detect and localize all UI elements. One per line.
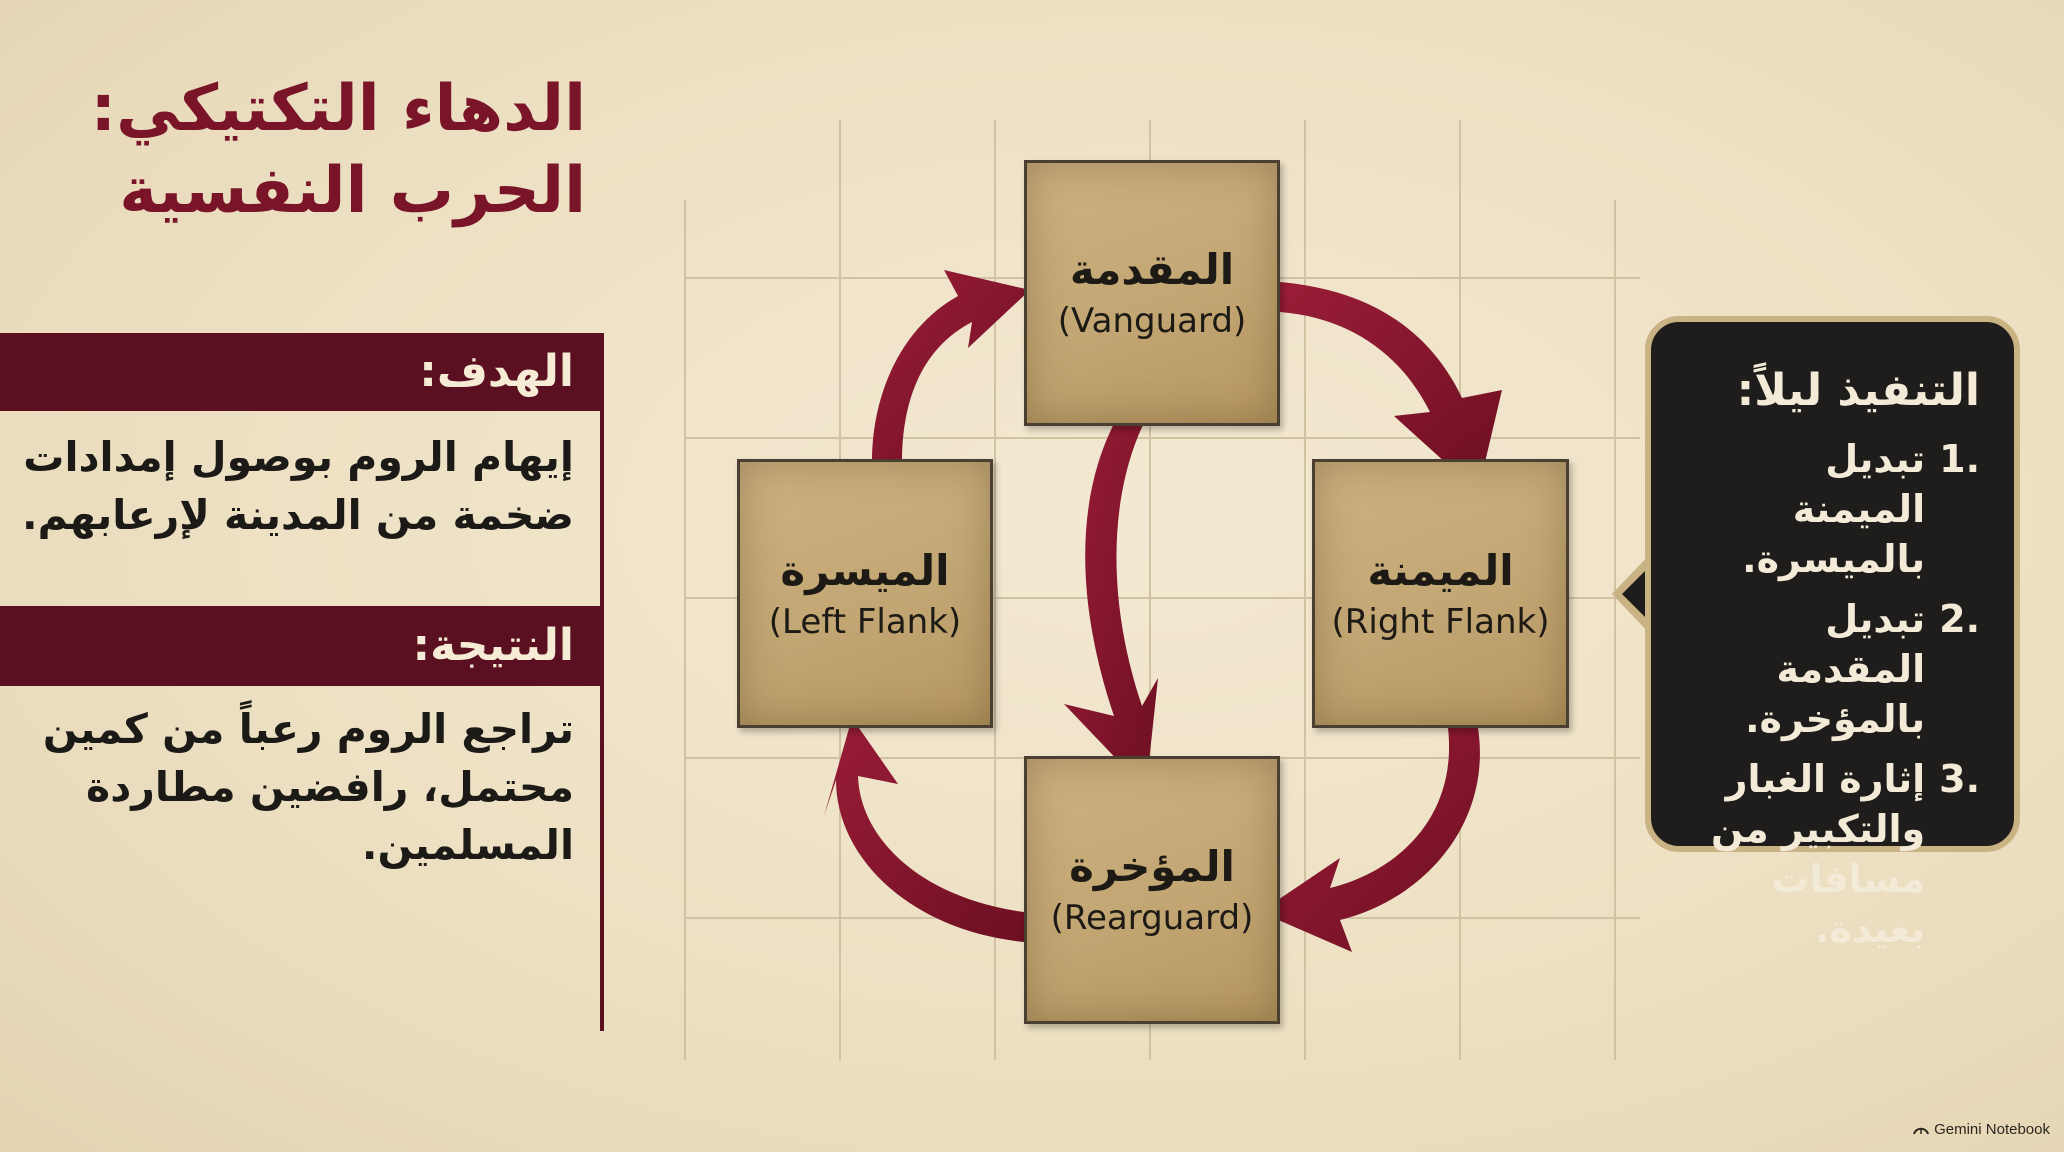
goal-text-line-2: ضخمة من المدينة لإرعابهم.: [22, 491, 574, 539]
night-item-2-text: تبديل المقدمة بالمؤخرة.: [1681, 594, 1925, 744]
result-text-line-1: تراجع الروم رعباً من كمين: [42, 705, 574, 753]
goal-text: إيهام الروم بوصول إمدادات ضخمة من المدين…: [14, 428, 574, 544]
night-item-2-number: .2: [1939, 597, 1980, 641]
arrow-vanguard-to-rear: [1064, 376, 1162, 790]
night-item-2-line-1: تبديل المقدمة: [1776, 597, 1926, 691]
night-item-1: .1 تبديل الميمنة بالميسرة.: [1681, 434, 1980, 584]
node-right-flank: الميمنة (Right Flank): [1312, 459, 1569, 728]
brand-watermark: Gemini Notebook: [1913, 1121, 2050, 1138]
node-rearguard-ar: المؤخرة: [1069, 842, 1235, 891]
night-item-3-line-1: إثارة الغبار: [1725, 757, 1926, 801]
node-right-flank-ar: الميمنة: [1367, 545, 1514, 595]
night-item-3-line-3: مسافات بعيدة.: [1771, 857, 1926, 951]
result-text-line-2: محتمل، رافضين مطاردة: [86, 763, 574, 811]
night-item-3-line-2: والتكبير من: [1710, 807, 1926, 851]
night-item-2-line-2: بالمؤخرة.: [1745, 697, 1926, 741]
arrow-right-to-rear: [1260, 728, 1480, 952]
result-heading: النتيجة:: [0, 606, 604, 686]
arrow-vanguard-to-right: [1280, 282, 1502, 492]
night-item-3-text: إثارة الغبار والتكبير من مسافات بعيدة.: [1681, 754, 1925, 954]
node-vanguard-en: (Vanguard): [1057, 301, 1247, 341]
node-left-flank: الميسرة (Left Flank): [737, 459, 993, 728]
node-vanguard-ar: المقدمة: [1069, 245, 1235, 294]
node-right-flank-en: (Right Flank): [1331, 601, 1550, 642]
title-line-1: الدهاء التكتيكي:: [90, 72, 586, 146]
night-item-3-number: .3: [1939, 757, 1980, 801]
brand-name: Gemini Notebook: [1934, 1121, 2050, 1138]
arrow-left-to-vanguard: [872, 270, 1030, 462]
node-left-flank-ar: الميسرة: [780, 545, 950, 595]
node-rearguard-en: (Rearguard): [1050, 898, 1254, 938]
node-left-flank-en: (Left Flank): [768, 601, 962, 642]
night-execution-panel: التنفيذ ليلاً: .1 تبديل الميمنة بالميسرة…: [1645, 316, 2020, 951]
night-item-1-line-2: بالميسرة.: [1742, 537, 1926, 581]
node-rearguard: المؤخرة (Rearguard): [1024, 756, 1280, 1024]
night-item-1-text: تبديل الميمنة بالميسرة.: [1681, 434, 1925, 584]
night-heading: التنفيذ ليلاً:: [1736, 365, 1980, 416]
night-item-2: .2 تبديل المقدمة بالمؤخرة.: [1681, 594, 1980, 744]
night-item-1-number: .1: [1939, 437, 1980, 481]
title-line-2: الحرب النفسية: [119, 154, 586, 228]
goal-heading: الهدف:: [0, 333, 604, 411]
page-title: الدهاء التكتيكي: الحرب النفسية: [26, 68, 586, 232]
arrow-rear-to-left: [824, 718, 1024, 942]
result-text-line-3: المسلمين.: [361, 821, 574, 869]
result-text: تراجع الروم رعباً من كمين محتمل، رافضين …: [14, 700, 574, 874]
night-item-3: .3 إثارة الغبار والتكبير من مسافات بعيدة…: [1681, 754, 1980, 954]
node-vanguard: المقدمة (Vanguard): [1024, 160, 1280, 426]
gemini-logo-icon: [1913, 1127, 1930, 1134]
goal-text-line-1: إيهام الروم بوصول إمدادات: [23, 433, 574, 481]
night-item-1-line-1: تبديل الميمنة: [1792, 437, 1926, 531]
